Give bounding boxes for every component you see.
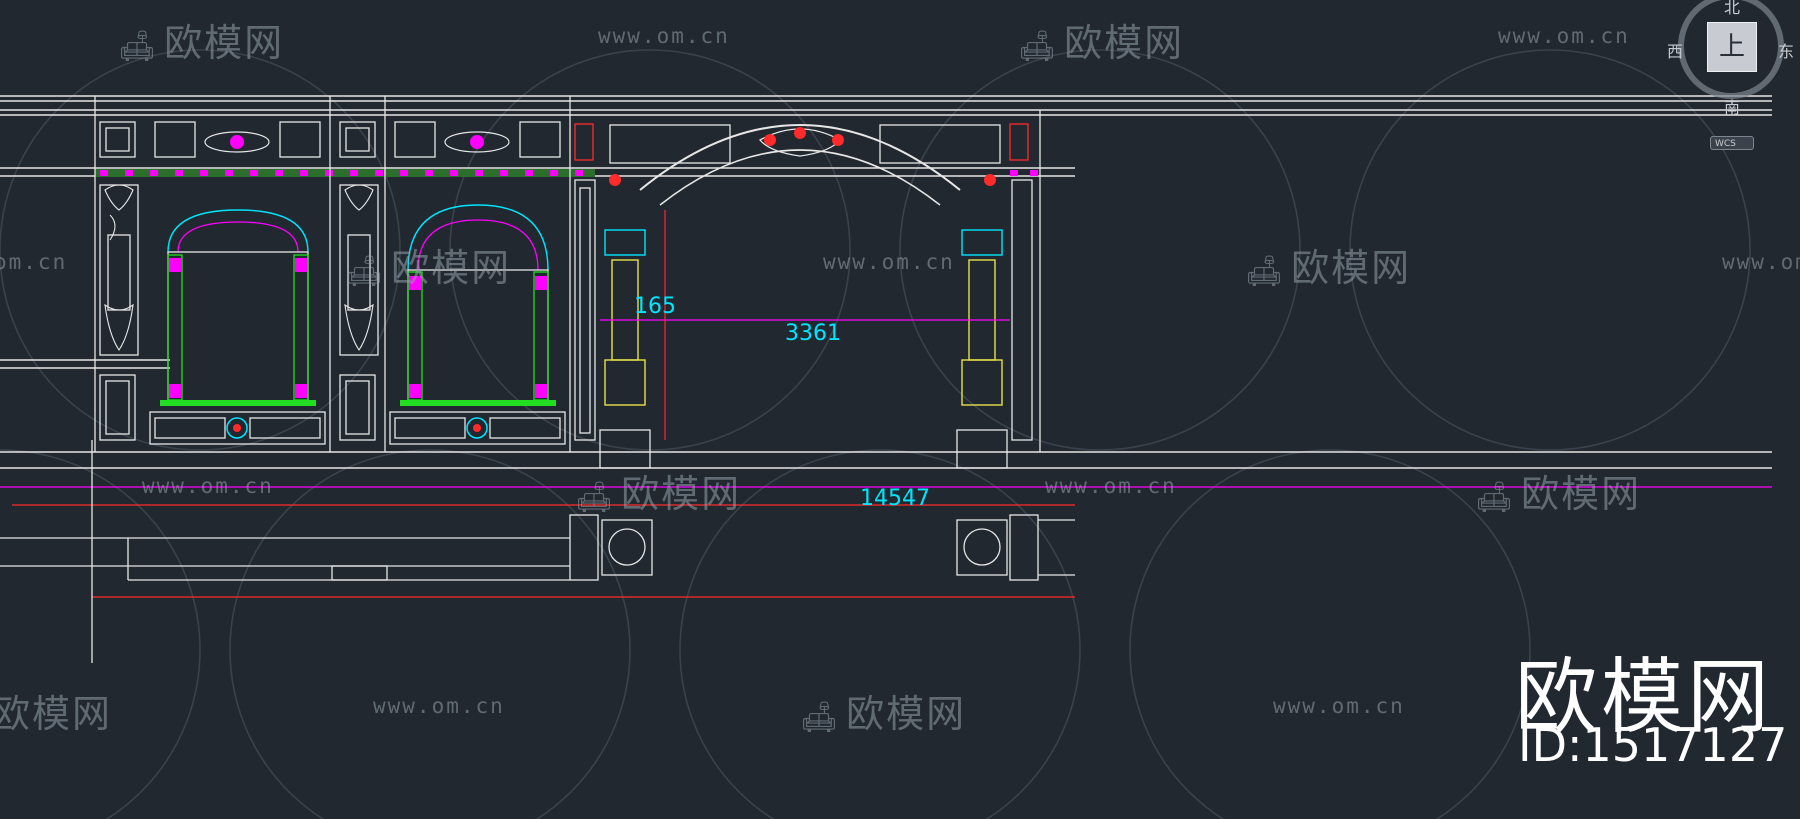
left-wall-panels xyxy=(94,96,596,452)
viewcube-top-face[interactable]: 上 xyxy=(1707,22,1757,72)
watermark-logo: 🛋欧模网 xyxy=(1018,21,1185,65)
watermark-logo: 🛋欧模网 xyxy=(345,246,512,290)
wcs-menu[interactable]: WCS xyxy=(1710,136,1754,150)
sofa-logo-icon: 🛋 xyxy=(118,29,159,64)
watermark-logo-partial: 欧模网 xyxy=(0,692,113,736)
watermark-url-partial: www.om.cn xyxy=(1722,250,1800,274)
viewcube-south[interactable]: 南 xyxy=(1724,98,1741,117)
watermark-logo: 🛋欧模网 xyxy=(575,472,742,516)
ornament-rosettes xyxy=(104,123,1029,351)
watermark-url: www.om.cn xyxy=(598,24,730,48)
watermark-logo: 🛋欧模网 xyxy=(1245,246,1412,290)
watermark-url: www.om.cn xyxy=(1498,24,1630,48)
watermark-url: www.om.cn xyxy=(1045,474,1177,498)
model-id: ID:1517127 xyxy=(1518,718,1788,772)
dim-total-width: 14547 xyxy=(860,486,930,511)
arched-window-left xyxy=(160,209,316,439)
central-arch xyxy=(599,110,1041,469)
watermark-url: www.om.cn xyxy=(142,474,274,498)
frieze-band xyxy=(95,169,1038,177)
sofa-logo-icon: 🛋 xyxy=(1475,480,1516,515)
watermark-logo: 🛋欧模网 xyxy=(1475,472,1642,516)
sofa-logo-icon: 🛋 xyxy=(345,254,386,289)
watermark-url: www.om.cn xyxy=(823,250,955,274)
sofa-logo-icon: 🛋 xyxy=(800,700,841,735)
arched-window-right xyxy=(400,204,556,439)
watermark-url: www.om.cn xyxy=(1273,694,1405,718)
sofa-logo-icon: 🛋 xyxy=(575,480,616,515)
plan-view xyxy=(0,440,1075,663)
watermark-url-partial: om.cn xyxy=(0,250,68,274)
viewcube-icon[interactable] xyxy=(1678,0,1784,99)
watermark-logo: 🛋欧模网 xyxy=(118,21,285,65)
dim-column-height: 165 xyxy=(634,294,676,319)
viewcube-north[interactable]: 北 xyxy=(1724,0,1741,17)
sofa-logo-icon: 🛋 xyxy=(1018,29,1059,64)
watermark-logo: 🛋欧模网 xyxy=(800,692,967,736)
viewcube-east[interactable]: 东 xyxy=(1778,42,1795,61)
dim-arch-width: 3361 xyxy=(785,321,841,346)
brand-logo: 欧模网 xyxy=(1515,650,1774,745)
sofa-logo-icon: 🛋 xyxy=(1245,254,1286,289)
dimension-lines xyxy=(0,210,1772,598)
viewcube-west[interactable]: 西 xyxy=(1667,42,1684,61)
watermark-url: www.om.cn xyxy=(373,694,505,718)
